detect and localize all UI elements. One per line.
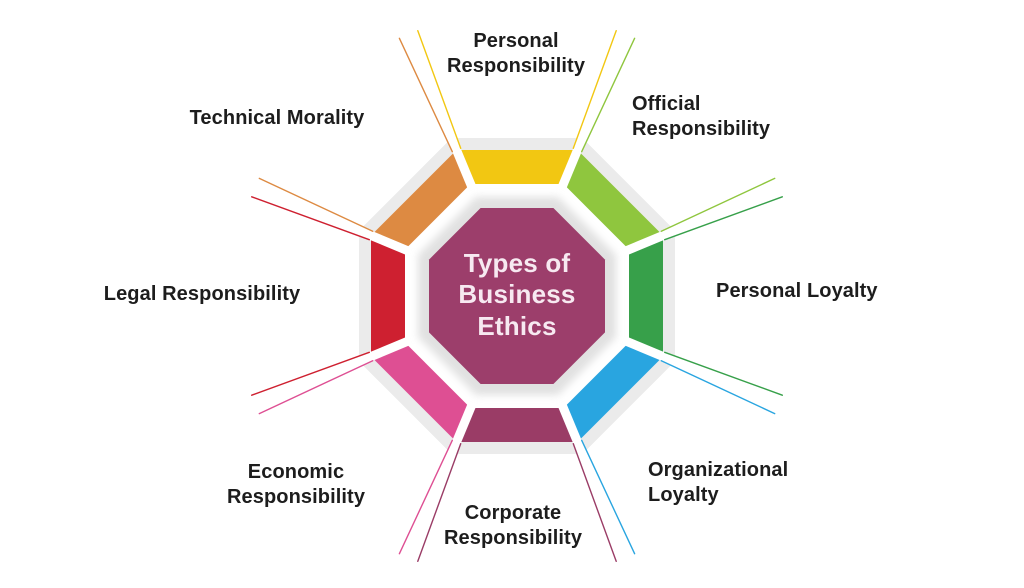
label-economic-responsibility: Economic Responsibility (226, 461, 366, 508)
label-personal-responsibility: Personal Responsibility (446, 30, 586, 77)
label-line-economic-responsibility-b (258, 360, 374, 415)
label-line-corporate-responsibility-a (572, 443, 617, 562)
label-corporate-responsibility: Corporate Responsibility (443, 502, 583, 549)
gap-bottom-right (557, 401, 595, 475)
segment-personal-loyalty (629, 235, 663, 357)
label-line-corporate-responsibility-b (417, 443, 462, 562)
segment-organizational-loyalty (563, 342, 663, 442)
segment-economic-responsibility (371, 342, 471, 442)
gap-bottom-left (439, 401, 477, 475)
label-line-legal-responsibility-b (250, 196, 370, 241)
label-official-responsibility: Official Responsibility (632, 93, 771, 140)
segment-personal-responsibility (456, 150, 578, 184)
gap-left-bottom (338, 336, 412, 374)
label-line-personal-responsibility-b (572, 30, 617, 150)
label-line-personal-loyalty-b (664, 351, 783, 396)
label-line-official-responsibility-a (581, 37, 636, 153)
label-organizational-loyalty: Organizational Loyalty (648, 459, 789, 506)
label-personal-loyalty: Personal Loyalty (716, 280, 878, 302)
label-line-personal-loyalty-a (664, 196, 783, 241)
label-line-organizational-loyalty-b (581, 439, 636, 555)
label-line-technical-morality-b (258, 177, 374, 233)
segment-corporate-responsibility (456, 408, 578, 442)
segment-legal-responsibility (371, 235, 405, 357)
label-line-technical-morality-a (398, 37, 453, 153)
gap-right-bottom (622, 336, 696, 374)
segment-official-responsibility (563, 150, 663, 250)
label-technical-morality: Technical Morality (189, 107, 365, 129)
gap-right-top (622, 218, 696, 256)
label-line-personal-responsibility-a (417, 30, 462, 150)
gap-top-left (439, 117, 477, 191)
label-lines (250, 30, 783, 562)
segment-technical-morality (371, 150, 471, 250)
label-line-organizational-loyalty-a (660, 360, 776, 415)
label-legal-responsibility: Legal Responsibility (103, 283, 301, 305)
gap-left-top (338, 218, 412, 256)
label-line-official-responsibility-b (660, 177, 776, 233)
label-line-legal-responsibility-a (250, 351, 370, 396)
label-line-economic-responsibility-a (398, 439, 453, 555)
gap-top-right (557, 117, 595, 191)
segment-gaps (338, 117, 696, 475)
diagram-center-octagon (429, 208, 605, 384)
